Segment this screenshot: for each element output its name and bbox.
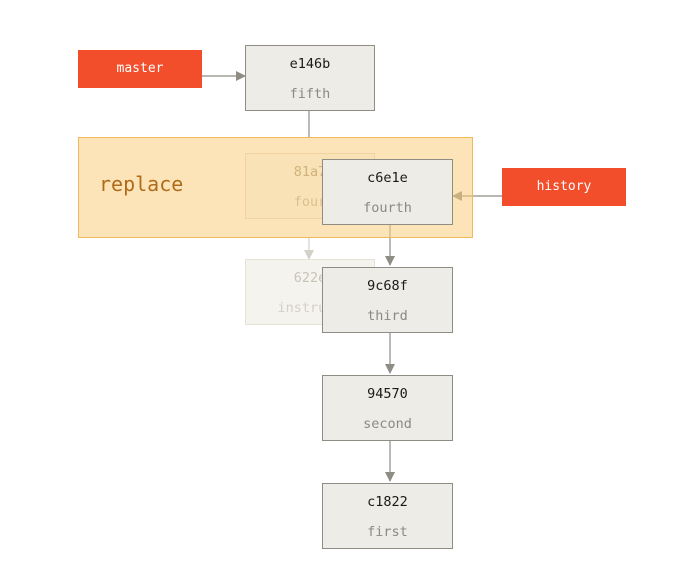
commit-message: fifth bbox=[289, 86, 331, 102]
master-branch-text: master bbox=[116, 61, 164, 76]
commit-hash: 9c68f bbox=[367, 278, 408, 294]
commit-message: first bbox=[367, 524, 408, 540]
commit-hash: 622e bbox=[293, 270, 327, 286]
history-branch-label: history bbox=[502, 168, 626, 206]
commit-fourth: c6e1e fourth bbox=[322, 159, 453, 225]
commit-hash: e146b bbox=[289, 56, 331, 72]
commit-message: third bbox=[367, 308, 408, 324]
commit-fifth: e146b fifth bbox=[245, 45, 375, 111]
commit-hash: c6e1e bbox=[367, 170, 408, 186]
master-branch-label: master bbox=[78, 50, 202, 88]
commit-second: 94570 second bbox=[322, 375, 453, 441]
commit-first: c1822 first bbox=[322, 483, 453, 549]
commit-third: 9c68f third bbox=[322, 267, 453, 333]
commit-hash: 94570 bbox=[367, 386, 408, 402]
commit-message: four bbox=[293, 194, 327, 210]
replace-label: replace bbox=[99, 172, 184, 196]
commit-message: fourth bbox=[363, 200, 412, 216]
commit-hash: 81a7 bbox=[293, 164, 327, 180]
commit-message: second bbox=[363, 416, 412, 432]
commit-hash: c1822 bbox=[367, 494, 408, 510]
history-branch-text: history bbox=[536, 179, 592, 194]
